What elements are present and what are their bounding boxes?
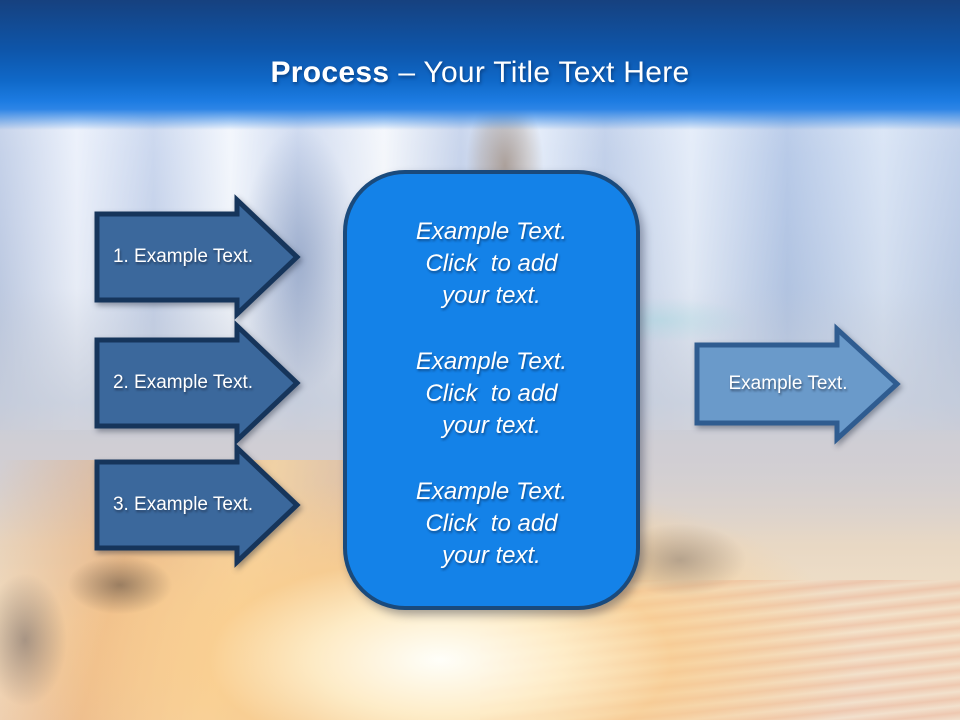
placeholder-text-group-3[interactable]: Example Text. Click to add your text. — [359, 476, 624, 572]
placeholder-line: Click to add — [425, 380, 558, 407]
process-step-arrow-3[interactable]: 3. Example Text. — [94, 442, 301, 568]
step-2-label: 2. Example Text. — [112, 372, 254, 393]
placeholder-line: Example Text. — [415, 348, 568, 375]
right-arrow-shape-icon — [94, 442, 301, 568]
placeholder-line: your text. — [442, 412, 541, 439]
process-detail-content: Example Text. Click to add your text. Ex… — [347, 174, 636, 606]
title-bar: Process– Your Title Text Here — [0, 0, 960, 130]
process-step-arrow-2[interactable]: 2. Example Text. — [94, 320, 301, 446]
title-keyword: Process — [270, 56, 390, 89]
step-3-label: 3. Example Text. — [112, 494, 254, 515]
title-subtitle: – Your Title Text Here — [398, 56, 690, 89]
right-arrow-shape-icon — [94, 320, 301, 446]
process-step-arrow-1[interactable]: 1. Example Text. — [94, 194, 301, 320]
process-output-arrow[interactable]: Example Text. — [694, 323, 901, 445]
right-arrow-shape-icon — [694, 323, 901, 445]
placeholder-text-group-2[interactable]: Example Text. Click to add your text. — [359, 346, 624, 442]
output-label: Example Text. — [728, 373, 848, 394]
placeholder-line: Click to add — [425, 510, 558, 537]
slide-title[interactable]: Process– Your Title Text Here — [0, 56, 960, 90]
placeholder-text-group-1[interactable]: Example Text. Click to add your text. — [359, 216, 624, 312]
placeholder-line: your text. — [442, 282, 541, 309]
placeholder-line: your text. — [442, 542, 541, 569]
placeholder-line: Example Text. — [415, 478, 568, 505]
step-1-label: 1. Example Text. — [112, 246, 254, 267]
right-arrow-shape-icon — [94, 194, 301, 320]
placeholder-line: Example Text. — [415, 218, 568, 245]
placeholder-line: Click to add — [425, 250, 558, 277]
process-detail-box[interactable]: Example Text. Click to add your text. Ex… — [343, 170, 640, 610]
